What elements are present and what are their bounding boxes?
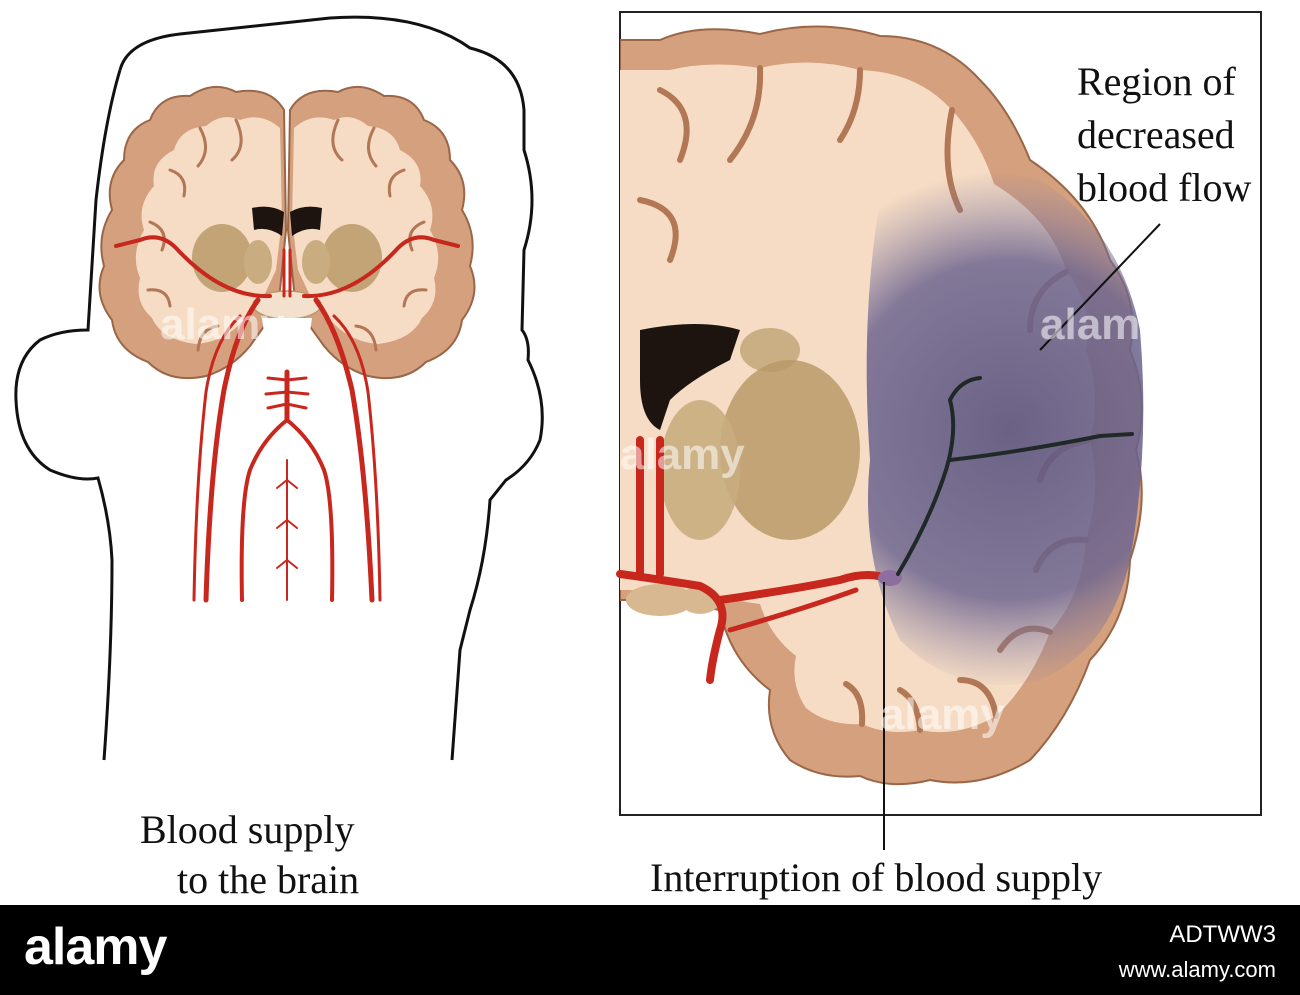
diagram-art	[14, 11, 1262, 850]
right-arteries	[616, 376, 1134, 684]
left-arteries	[114, 235, 460, 603]
enlarged-brain-section	[620, 25, 1144, 786]
footer-bar: alamy ADTWW3 www.alamy.com	[0, 905, 1300, 995]
footer-logo: alamy	[24, 918, 167, 976]
caption-blood-supply-line2: to the brain	[177, 857, 360, 902]
head-outline	[14, 15, 544, 761]
label-region-line2: decreased	[1077, 112, 1235, 157]
footer-url: www.alamy.com	[1118, 957, 1276, 982]
watermark: alamy	[620, 430, 745, 479]
caption-blood-supply-line1: Blood supply	[140, 807, 355, 852]
left-brain-section	[98, 85, 476, 380]
label-region-line1: Region of	[1077, 59, 1236, 104]
label-interruption: Interruption of blood supply	[650, 855, 1103, 900]
watermark: alamy	[1040, 300, 1165, 349]
footer-image-id: ADTWW3	[1169, 921, 1276, 948]
watermark: alamy	[160, 300, 285, 349]
leader-lines	[883, 223, 1161, 850]
watermark: alamy	[880, 690, 1005, 739]
label-region-line3: blood flow	[1077, 165, 1252, 210]
